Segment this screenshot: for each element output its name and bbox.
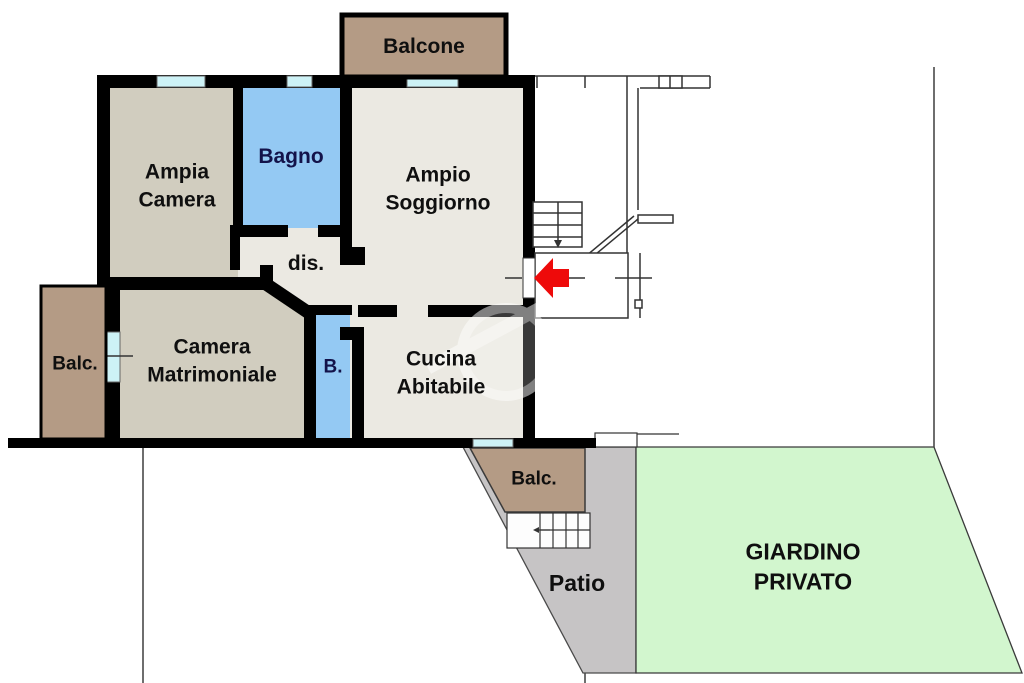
balcony-bottom-shape: [468, 447, 586, 513]
room-bagno-fill: [242, 88, 340, 228]
external-stairs: [506, 512, 591, 549]
giardino-shape: [635, 446, 1023, 674]
window-camera-matrimoniale: [106, 331, 121, 383]
wall-soggiorno-left: [340, 88, 352, 265]
bottom-landing: [594, 432, 679, 448]
wall-cucina-top-left: [358, 305, 397, 317]
watermark-logo: [424, 300, 555, 401]
wall-right-upper: [523, 75, 535, 262]
window-ampia-camera: [156, 75, 206, 88]
stairs-direction-arrow-icon: [533, 527, 539, 533]
apartment-rooms: [104, 82, 535, 443]
wall-soggiorno-jamb: [352, 247, 365, 265]
giardino-area: [635, 446, 1023, 674]
wall-b-top: [304, 305, 352, 315]
wall-bagno-bottom-right: [318, 225, 345, 237]
balcony-top-shape: [339, 12, 509, 80]
balcony-left: [39, 284, 108, 441]
window-cucina: [472, 438, 514, 448]
balcony-left-shape: [39, 284, 108, 441]
window-bagno: [286, 75, 313, 88]
wall-ampia-bottom: [97, 277, 273, 290]
wall-left-upper: [97, 75, 110, 290]
stairs-up-arrow-icon: [554, 240, 562, 248]
balcony-bottom: [468, 447, 586, 513]
wall-dis-jamb: [230, 225, 240, 270]
wall-right-lower: [523, 296, 535, 448]
wall-b-right: [352, 327, 364, 443]
wall-b-left: [304, 305, 316, 443]
stair-rail-cut-line: [585, 215, 635, 257]
wall-ampia-bagno: [233, 88, 243, 237]
windows: [106, 75, 514, 448]
room-camera-matrimoniale-fill: [116, 288, 308, 443]
wall-b-door-jamb: [340, 327, 352, 340]
balcony-top: [339, 12, 509, 80]
site-boundary-lines: [142, 67, 935, 683]
wall-bottom: [8, 438, 596, 448]
entrance-arrow-icon: [534, 258, 569, 298]
wall-bagno-bottom-left: [238, 225, 288, 237]
room-ampia-camera-fill: [104, 82, 238, 278]
